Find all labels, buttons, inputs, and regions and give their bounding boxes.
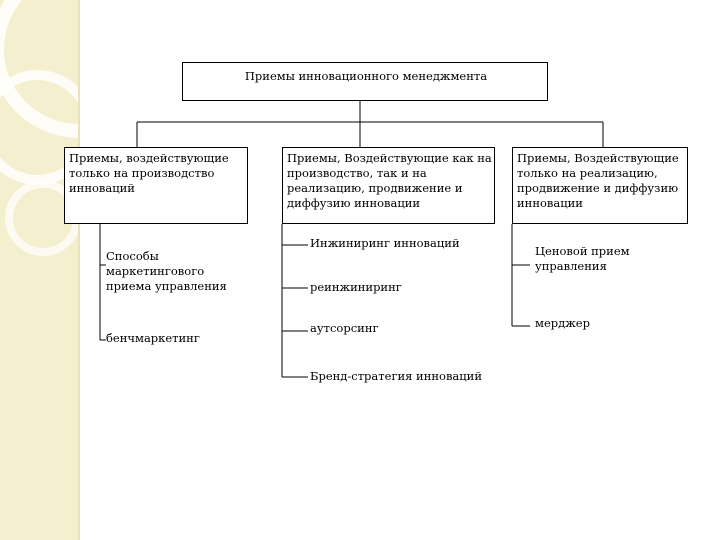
item-brand-strategy: Бренд-стратегия инноваций xyxy=(310,369,483,383)
category-label-3: Приемы, Воздействующие только на реализа… xyxy=(517,151,679,210)
category-box-1: Приемы, воздействующие только на произво… xyxy=(64,147,248,224)
item-price-method: Ценовой прием управления xyxy=(535,244,630,273)
root-label: Приемы инновационного менеджмента xyxy=(244,69,488,83)
item-engineering: Инжиниринг инноваций xyxy=(310,236,460,250)
item-reengineering: реинжиниринг xyxy=(310,280,402,294)
sidebar-edge xyxy=(78,0,80,540)
category-label-1: Приемы, воздействующие только на произво… xyxy=(69,151,229,195)
category-box-2: Приемы, Воздействующие как на производст… xyxy=(282,147,495,224)
decorative-sidebar xyxy=(0,0,80,540)
item-merger: мерджер xyxy=(535,316,590,330)
item-marketing-methods: Способы маркетингового приема управления xyxy=(106,249,227,293)
root-box: Приемы инновационного менеджмента xyxy=(182,62,548,101)
category-label-2: Приемы, Воздействующие как на производст… xyxy=(287,151,492,210)
item-outsourcing: аутсорсинг xyxy=(310,321,379,335)
item-benchmarketing: бенчмаркетинг xyxy=(106,331,200,345)
category-box-3: Приемы, Воздействующие только на реализа… xyxy=(512,147,688,224)
